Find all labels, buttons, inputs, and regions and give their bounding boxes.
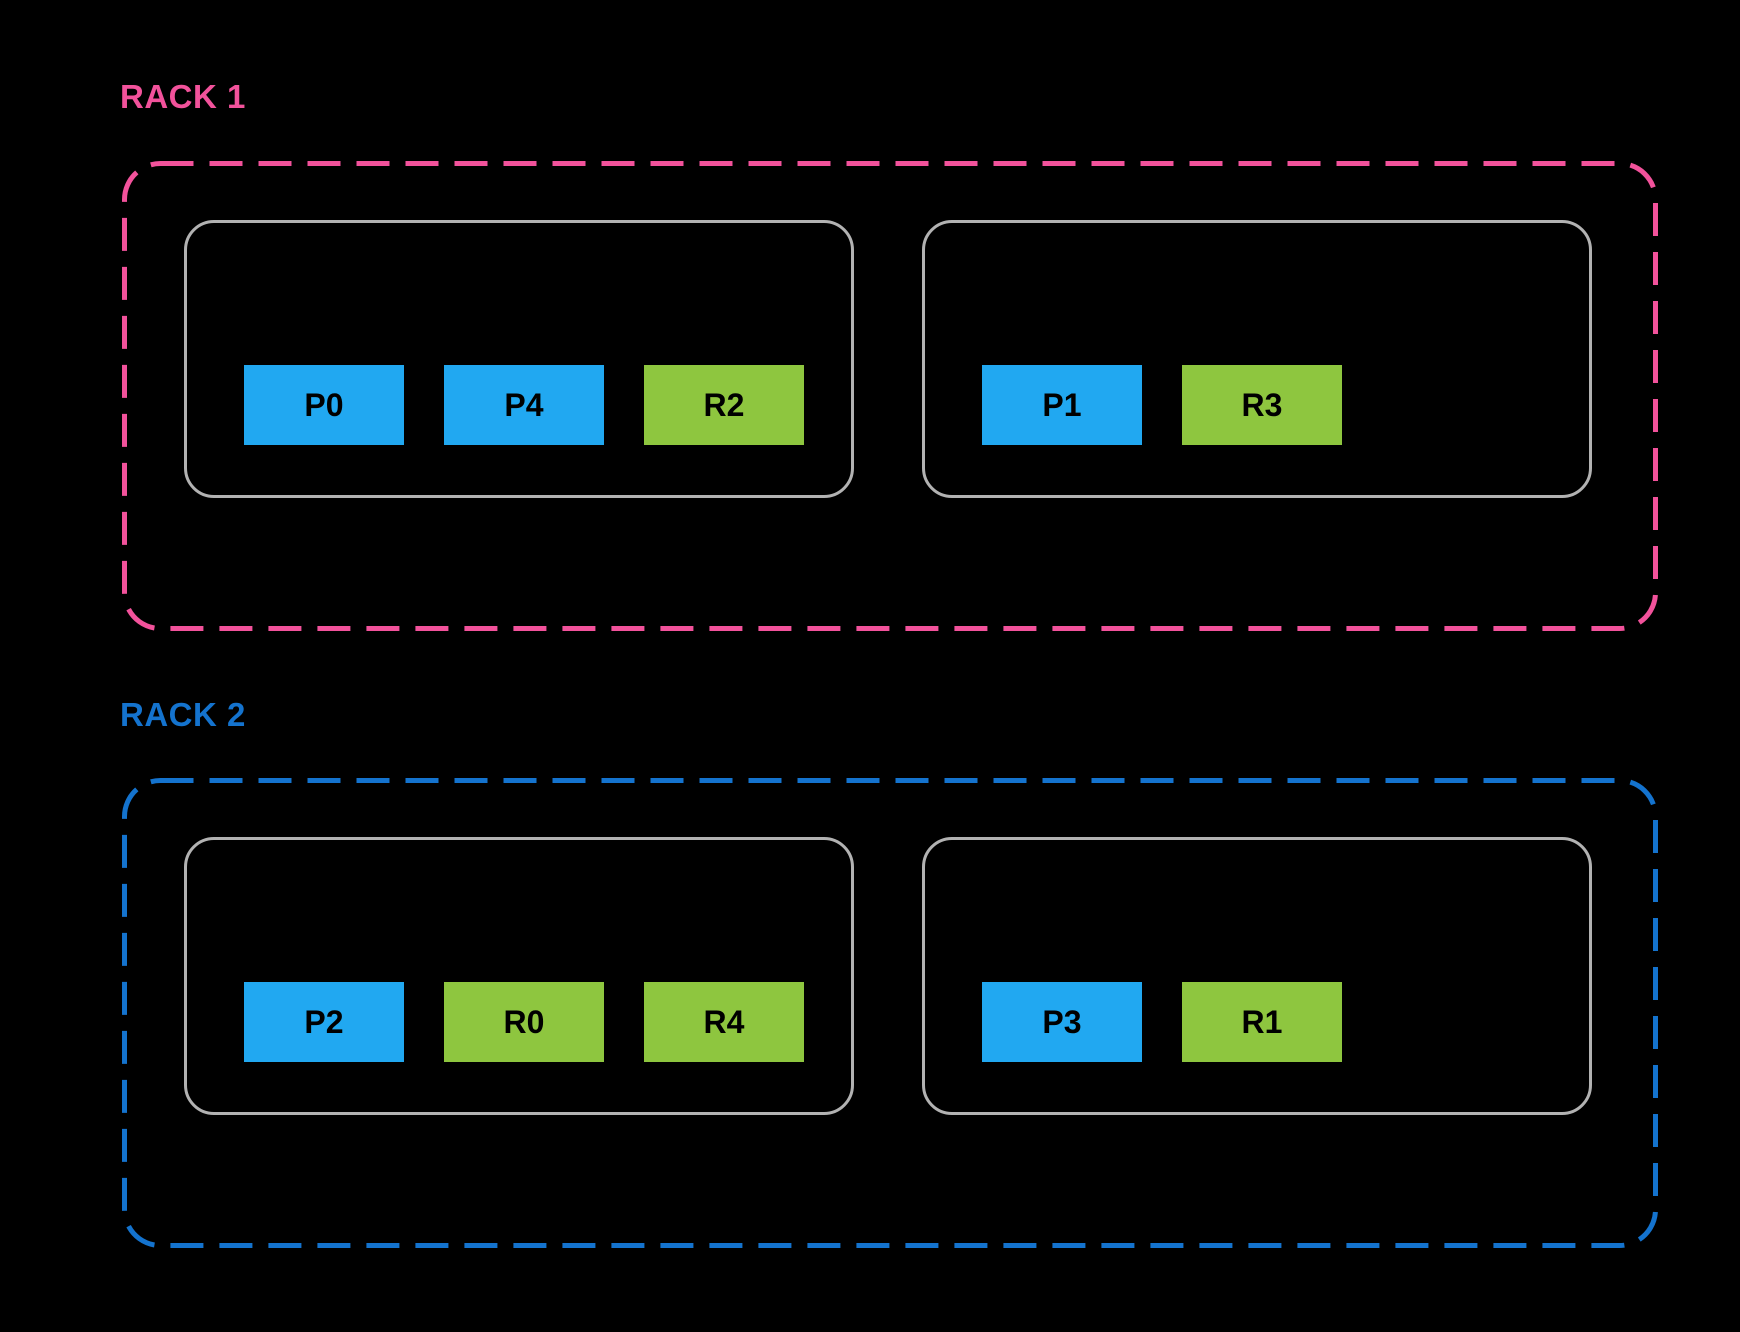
replica-block-r2: R2 <box>644 365 804 445</box>
rack-2-host-2: P3 R1 <box>922 837 1592 1115</box>
primary-block-p3: P3 <box>982 982 1142 1062</box>
primary-block-p4: P4 <box>444 365 604 445</box>
rack-1-host-1-block-row: P0 P4 R2 <box>244 365 804 445</box>
rack-2-host-2-block-row: P3 R1 <box>982 982 1342 1062</box>
rack-2-boundary: P2 R0 R4 P3 R1 <box>122 778 1658 1248</box>
rack-1-dashed-border-icon <box>122 161 1658 631</box>
rack-2-host-1-block-row: P2 R0 R4 <box>244 982 804 1062</box>
rack-1-label: RACK 1 <box>120 78 246 115</box>
primary-block-p2: P2 <box>244 982 404 1062</box>
rack-1-host-1: P0 P4 R2 <box>184 220 854 498</box>
rack-2-host-1: P2 R0 R4 <box>184 837 854 1115</box>
primary-block-p0: P0 <box>244 365 404 445</box>
replica-block-r4: R4 <box>644 982 804 1062</box>
rack-2-label: RACK 2 <box>120 696 246 733</box>
rack-1-host-2-block-row: P1 R3 <box>982 365 1342 445</box>
replica-block-r1: R1 <box>1182 982 1342 1062</box>
rack-1-boundary: P0 P4 R2 P1 R3 <box>122 161 1658 631</box>
rack-2-dashed-border-icon <box>122 778 1658 1248</box>
rack-1-host-2: P1 R3 <box>922 220 1592 498</box>
replica-block-r3: R3 <box>1182 365 1342 445</box>
replica-block-r0: R0 <box>444 982 604 1062</box>
primary-block-p1: P1 <box>982 365 1142 445</box>
